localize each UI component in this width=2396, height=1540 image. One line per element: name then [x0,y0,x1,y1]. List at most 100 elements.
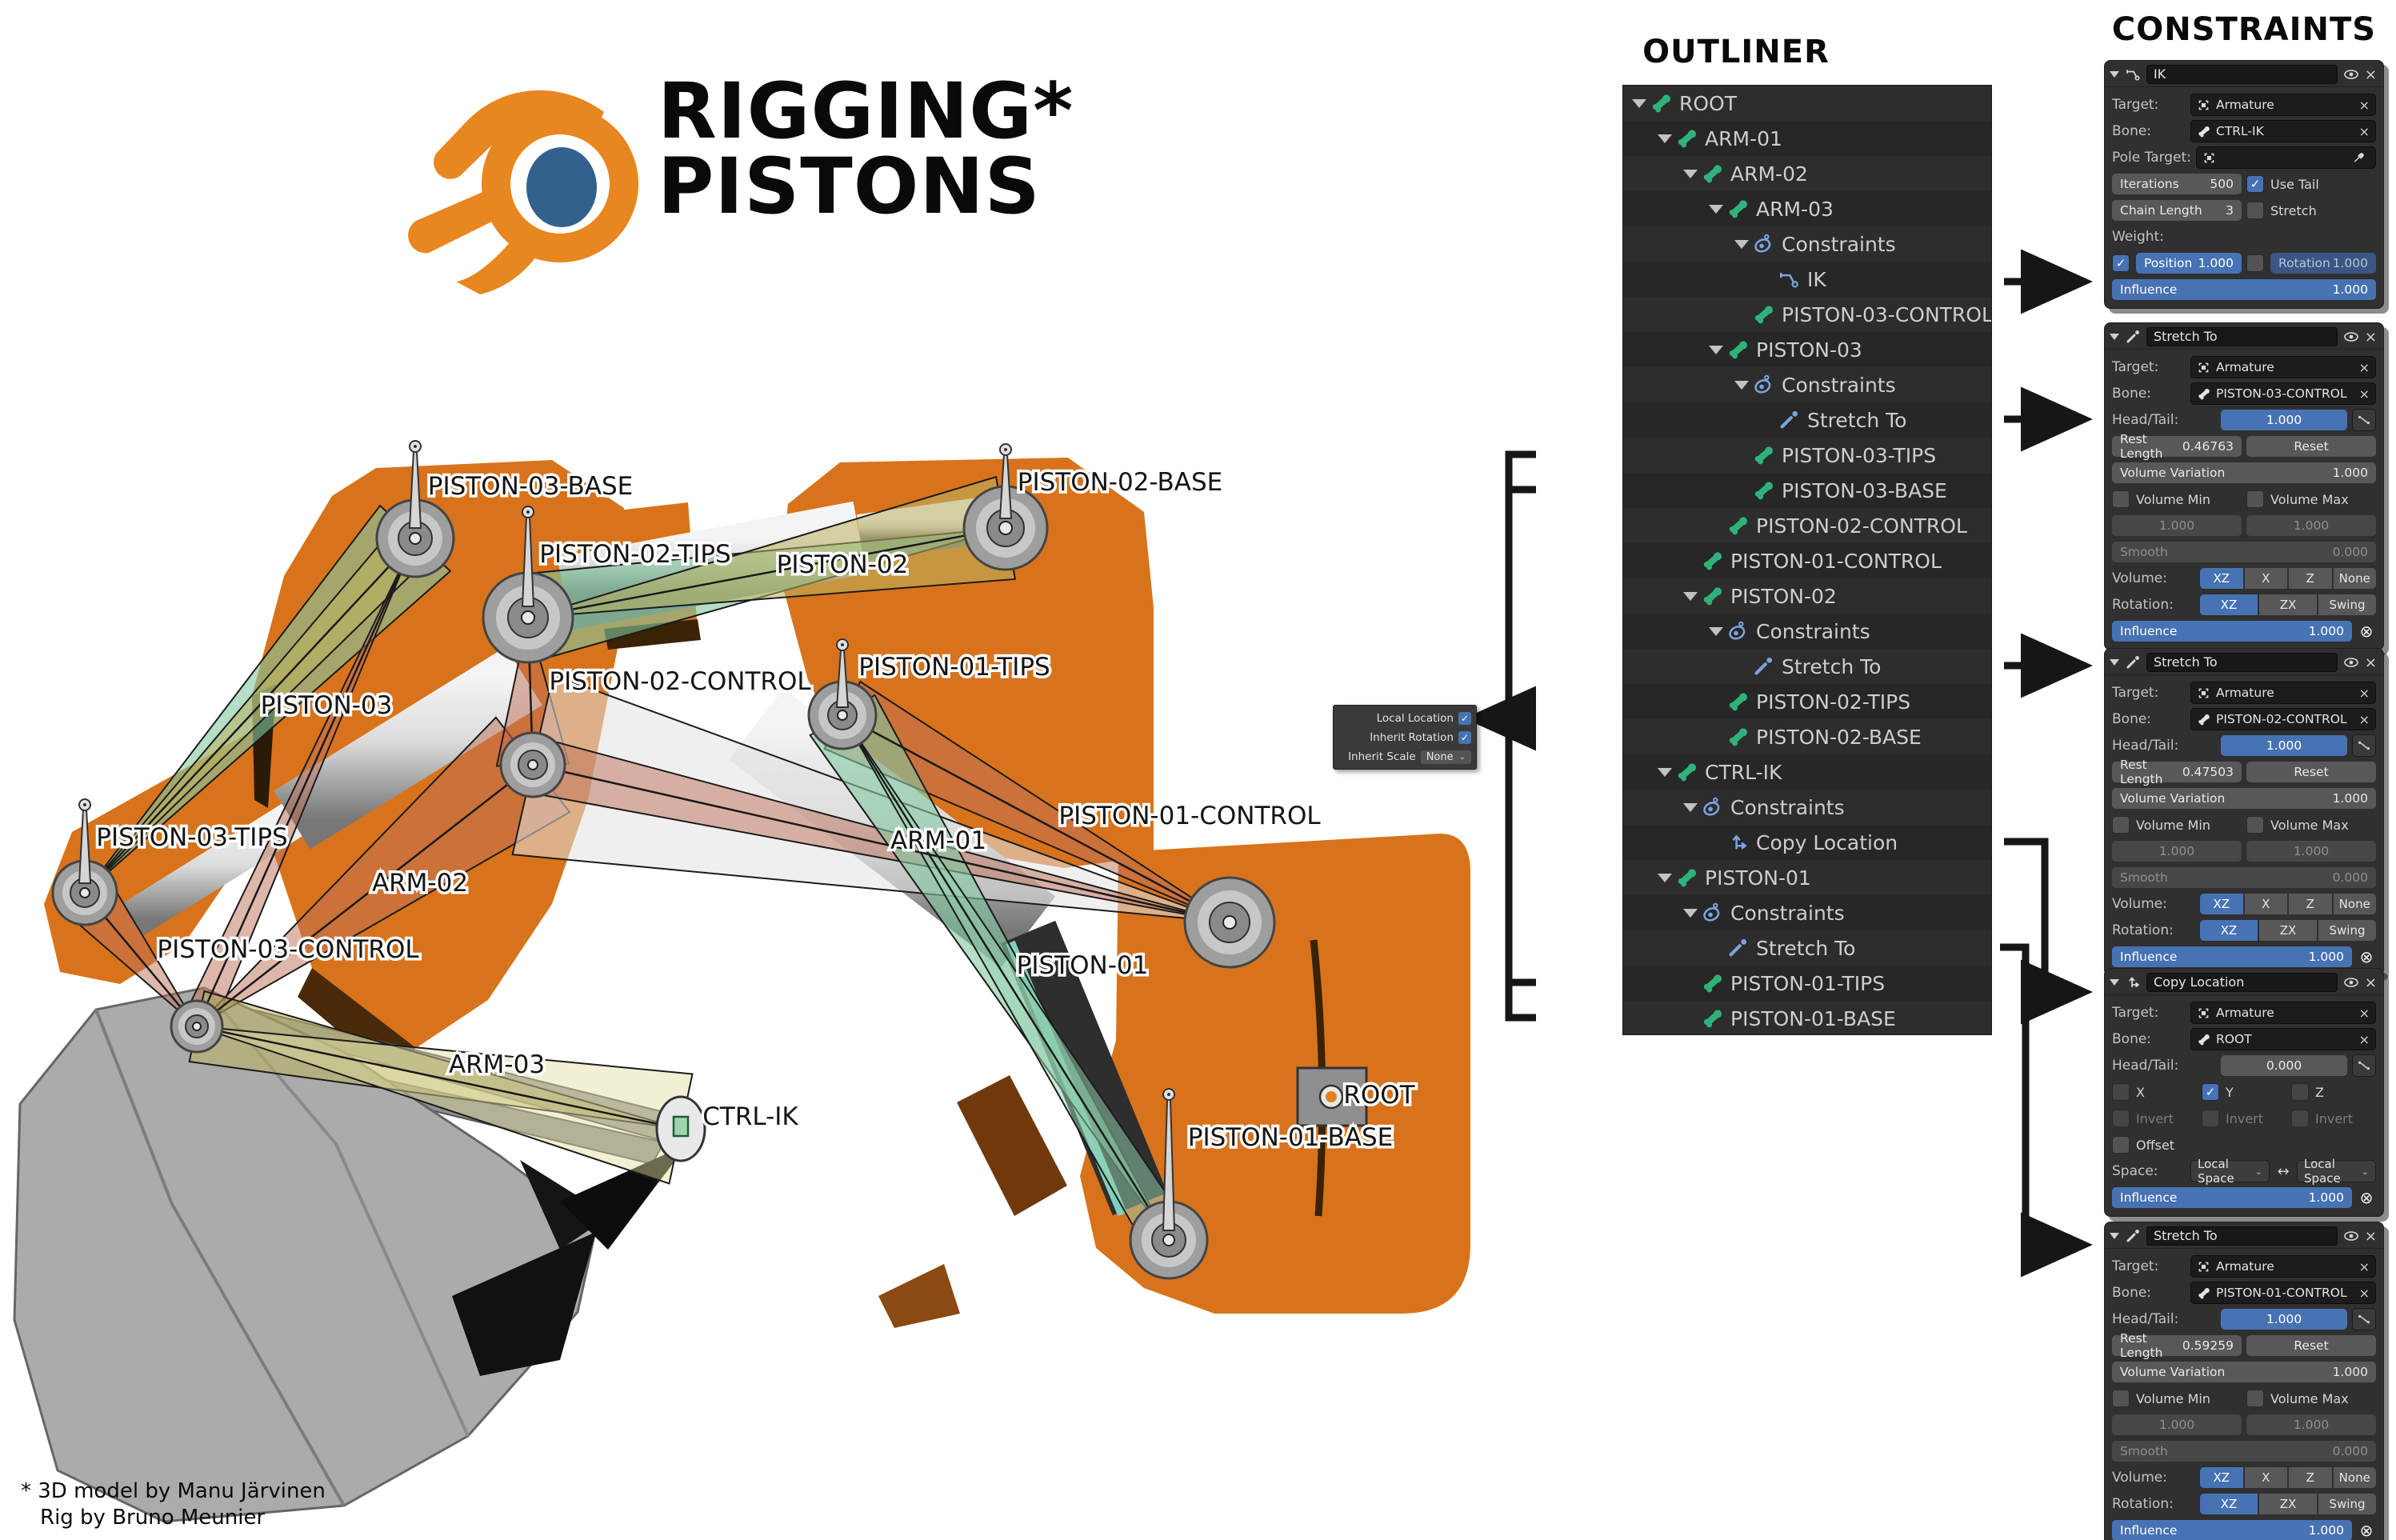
offset-checkbox[interactable] [2112,1136,2130,1154]
expand-arrow-icon[interactable] [1681,169,1700,178]
panel-header[interactable]: IK× [2105,61,2383,87]
collapse-icon[interactable] [2110,1233,2119,1239]
outliner-row-piston-01-control[interactable]: PISTON-01-CONTROL [1623,543,1991,578]
outliner-row-arm-02[interactable]: ARM-02 [1623,156,1991,191]
outliner-row-constraints[interactable]: Constraints [1623,226,1991,262]
local-location-checkbox[interactable]: ✓ [1458,712,1471,725]
outliner-row-root[interactable]: ROOT [1623,86,1991,121]
clear-icon[interactable]: × [2358,97,2370,113]
collapse-icon[interactable] [2110,71,2119,78]
bone-field[interactable]: ROOT× [2190,1028,2376,1050]
panel-header[interactable]: Stretch To× [2105,1222,2383,1249]
volume-max-checkbox[interactable] [2246,490,2264,508]
invert-checkbox[interactable] [2112,1110,2130,1127]
expand-arrow-icon[interactable] [1706,204,1726,214]
outliner-row-piston-03[interactable]: PISTON-03 [1623,332,1991,367]
outliner-row-constraints[interactable]: Constraints [1623,790,1991,825]
swap-spaces-icon[interactable]: ↔ [2277,1162,2290,1180]
constraint-name-input[interactable]: Stretch To [2146,653,2338,672]
outliner-row-copy-location[interactable]: Copy Location [1623,825,1991,860]
collapse-icon[interactable] [2110,334,2119,340]
rotation-option[interactable]: ZX [2259,920,2317,941]
target-field[interactable]: Armature× [2190,94,2376,116]
close-icon[interactable]: × [2364,66,2377,83]
expand-arrow-icon[interactable] [1681,591,1700,601]
rotation-option[interactable]: Swing [2318,920,2376,941]
position-weight-checkbox[interactable]: ✓ [2112,254,2130,272]
volume-min-checkbox[interactable] [2112,1390,2130,1407]
inherit-rotation-checkbox[interactable]: ✓ [1458,731,1471,744]
outliner-row-arm-03[interactable]: ARM-03 [1623,191,1991,226]
close-icon[interactable]: × [2364,654,2377,671]
outliner-row-constraints[interactable]: Constraints [1623,614,1991,649]
invert-checkbox[interactable] [2291,1110,2309,1127]
head-tail-toggle[interactable] [2352,1054,2376,1077]
head-tail-slider[interactable]: 1.000 [2221,410,2347,430]
stretch-checkbox[interactable] [2246,202,2264,219]
reset-button[interactable]: Reset [2246,1335,2376,1356]
volume-max-checkbox[interactable] [2246,816,2264,834]
animate-property-icon[interactable]: ⊗ [2359,1521,2374,1540]
clear-icon[interactable]: × [2358,386,2370,402]
inherit-scale-dropdown[interactable]: None ⌄ [1420,750,1471,764]
outliner-row-piston-03-tips[interactable]: PISTON-03-TIPS [1623,438,1991,473]
volume-option[interactable]: XZ [2200,568,2243,589]
expand-arrow-icon[interactable] [1706,626,1726,636]
target-field[interactable]: Armature× [2190,1255,2376,1278]
bone-field[interactable]: PISTON-03-CONTROL× [2190,382,2376,405]
animate-property-icon[interactable]: ⊗ [2359,622,2374,641]
volume-option[interactable]: X [2244,568,2287,589]
expand-arrow-icon[interactable] [1630,98,1649,108]
expand-arrow-icon[interactable] [1681,908,1700,918]
volume-option[interactable]: XZ [2200,1467,2243,1488]
outliner-row-stretch-to[interactable]: Stretch To [1623,930,1991,966]
eyedropper-button[interactable] [2347,147,2370,168]
animate-property-icon[interactable]: ⊗ [2359,1188,2374,1207]
outliner-row-constraints[interactable]: Constraints [1623,367,1991,402]
outliner-row-piston-02[interactable]: PISTON-02 [1623,578,1991,614]
eye-icon[interactable] [2343,1228,2359,1244]
collapse-icon[interactable] [2110,979,2119,986]
volume-option[interactable]: Z [2289,568,2332,589]
constraint-name-input[interactable]: Stretch To [2146,327,2338,346]
clear-icon[interactable]: × [2358,685,2370,701]
head-tail-slider[interactable]: 1.000 [2221,1309,2347,1330]
reset-button[interactable]: Reset [2246,436,2376,457]
rotation-option[interactable]: Swing [2318,1494,2376,1514]
rotation-option[interactable]: ZX [2259,1494,2317,1514]
animate-property-icon[interactable]: ⊗ [2359,947,2374,966]
volume-option[interactable]: X [2244,894,2287,914]
clear-icon[interactable]: × [2358,711,2370,727]
outliner-row-stretch-to[interactable]: Stretch To [1623,402,1991,438]
volume-option[interactable]: None [2333,894,2376,914]
volume-option[interactable]: X [2244,1467,2287,1488]
invert-checkbox[interactable] [2202,1110,2219,1127]
close-icon[interactable]: × [2364,1227,2377,1245]
clear-icon[interactable]: × [2358,1285,2370,1301]
clear-icon[interactable]: × [2358,359,2370,375]
rotation-option[interactable]: XZ [2200,594,2258,615]
clear-icon[interactable]: × [2358,1031,2370,1047]
close-icon[interactable]: × [2364,328,2377,346]
close-icon[interactable]: × [2364,974,2377,991]
expand-arrow-icon[interactable] [1655,134,1674,143]
panel-header[interactable]: Stretch To × [2105,649,2383,675]
outliner-row-piston-01[interactable]: PISTON-01 [1623,860,1991,895]
expand-arrow-icon[interactable] [1732,380,1751,390]
volume-option[interactable]: None [2333,1467,2376,1488]
outliner-row-piston-03-control[interactable]: PISTON-03-CONTROL [1623,297,1991,332]
